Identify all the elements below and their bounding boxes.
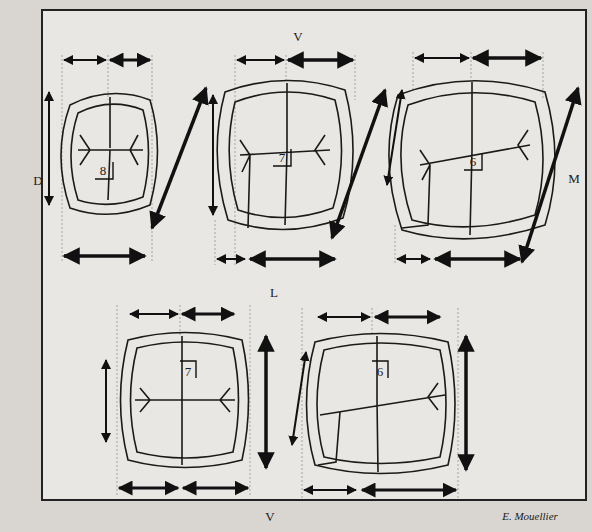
tooth-number: 6 xyxy=(470,155,477,168)
view-letter: L xyxy=(270,286,278,299)
quadrant-marks xyxy=(95,149,482,378)
view-letter: M xyxy=(568,172,580,185)
tooth-number: 6 xyxy=(377,365,384,378)
signature: E. Mouellier xyxy=(502,511,558,522)
view-letter: V xyxy=(293,30,302,43)
view-letter: D xyxy=(33,174,42,187)
tooth-number: 7 xyxy=(279,151,286,164)
frame xyxy=(42,10,586,500)
tooth-outlines xyxy=(61,80,555,473)
tooth-number: 7 xyxy=(185,365,192,378)
view-letter: V xyxy=(265,510,274,523)
guide-lines xyxy=(62,52,543,498)
dimension-arrows xyxy=(49,58,578,490)
tooth-number: 8 xyxy=(100,164,107,177)
